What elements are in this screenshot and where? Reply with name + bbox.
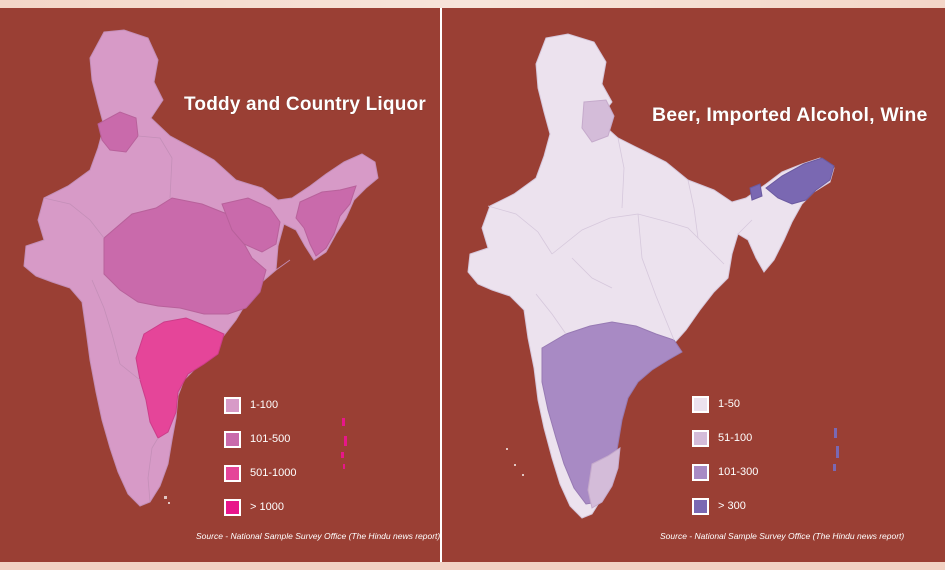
map-panel-toddy: Toddy and Country Liquor 1-100 101-500 5… (0, 8, 442, 562)
region-central (103, 197, 267, 315)
legend-swatch (692, 497, 709, 515)
region-south (541, 321, 683, 505)
legend-label: > 1000 (250, 501, 284, 513)
legend-label: 1-100 (250, 399, 279, 411)
legend-swatch (224, 430, 241, 448)
top-strip (0, 0, 945, 8)
region-northeast (295, 185, 357, 257)
bottom-strip (0, 562, 945, 570)
legend-swatch (224, 396, 241, 414)
india-map-toddy (23, 29, 379, 507)
source-note: Source - National Sample Survey Office (… (660, 531, 905, 541)
legend-item: > 300 (692, 489, 758, 523)
region-islands (833, 428, 839, 471)
region-islands (341, 418, 347, 469)
map-title: Beer, Imported Alcohol, Wine (652, 104, 928, 126)
map-panel-beer: Beer, Imported Alcohol, Wine 1-50 51-100… (442, 8, 945, 562)
legend-label: 101-300 (718, 466, 759, 478)
legend-item: 501-1000 (224, 456, 297, 490)
region-sikkim (749, 183, 763, 201)
region-punjab (97, 111, 139, 153)
legend-item: 1-100 (224, 388, 297, 422)
region-northeast (765, 157, 835, 205)
legend: 1-100 101-500 501-1000 > 1000 (224, 388, 297, 524)
legend-label: 1-50 (718, 398, 741, 410)
region-east (221, 197, 281, 253)
legend-item: 101-500 (224, 422, 297, 456)
legend-item: > 1000 (224, 490, 297, 524)
map-title: Toddy and Country Liquor (184, 94, 426, 115)
region-andhra (135, 317, 225, 439)
legend-label: > 300 (718, 500, 746, 512)
legend-item: 51-100 (692, 421, 758, 455)
legend-swatch (224, 464, 241, 482)
legend-label: 501-1000 (250, 467, 297, 479)
region-tamilnadu (587, 446, 621, 509)
legend-item: 1-50 (692, 387, 758, 421)
legend: 1-50 51-100 101-300 > 300 (692, 387, 758, 523)
legend-label: 51-100 (718, 432, 753, 444)
india-map-beer (467, 33, 839, 519)
legend-swatch (692, 429, 709, 447)
legend-label: 101-500 (250, 433, 291, 445)
legend-item: 101-300 (692, 455, 758, 489)
region-punjab (581, 99, 615, 143)
legend-swatch (692, 463, 709, 481)
legend-swatch (692, 395, 709, 413)
legend-swatch (224, 498, 241, 516)
source-note: Source - National Sample Survey Office (… (196, 531, 441, 541)
